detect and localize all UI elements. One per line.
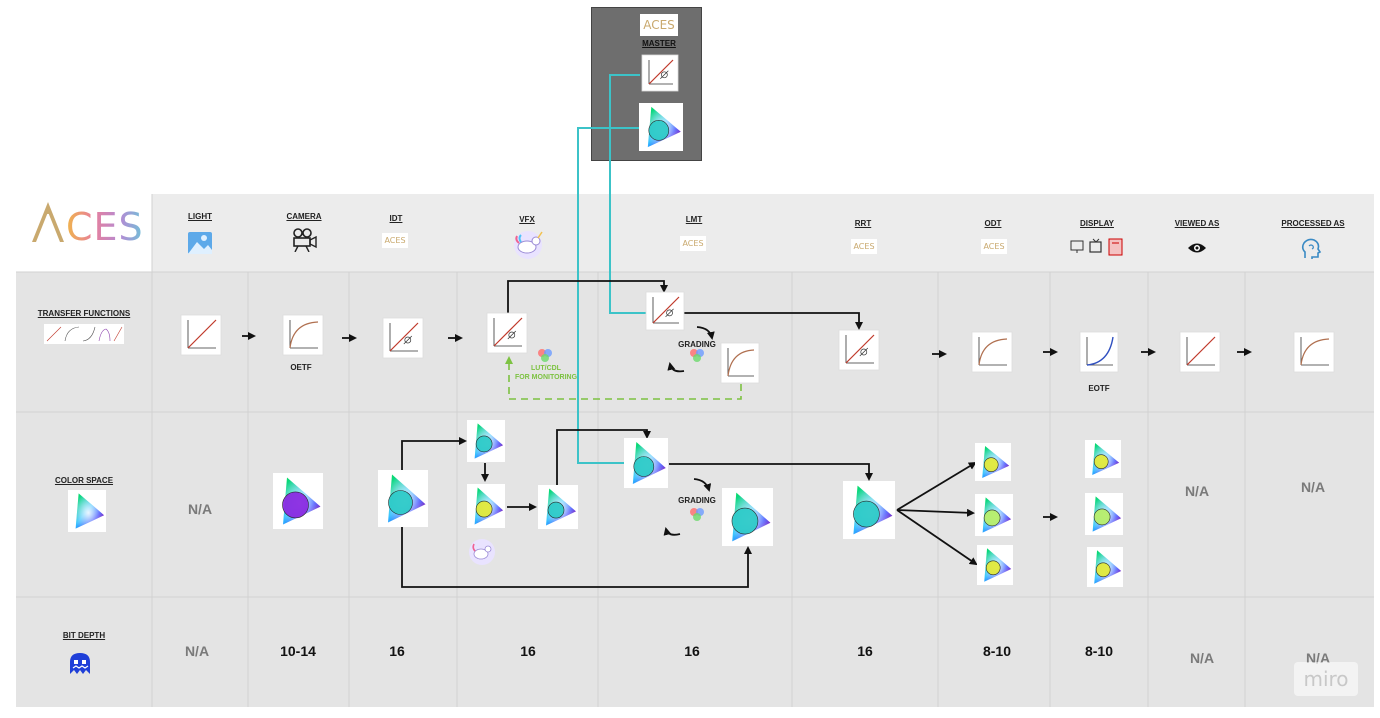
camera-oetf-graph xyxy=(282,314,324,356)
column-header-display: DISPLAY xyxy=(1080,219,1114,228)
odt-gamut-p3 xyxy=(977,545,1013,585)
vfx-unicorn-icon xyxy=(514,231,543,259)
camera-gamut xyxy=(273,473,323,529)
rrt-gamut xyxy=(843,481,895,539)
bit-depth-idt: 16 xyxy=(389,643,405,659)
bit-depth-vfx: 16 xyxy=(520,643,536,659)
display-gamut-rec709 xyxy=(1085,493,1123,535)
aces-logo: CES xyxy=(28,198,146,254)
light-image-icon xyxy=(188,232,212,254)
eotf-label: EOTF xyxy=(1088,384,1110,393)
lmt-aces-logo: ACES xyxy=(680,236,706,251)
row-label-color-space: COLOR SPACE xyxy=(54,476,114,485)
display-gamut-p3 xyxy=(1087,547,1123,587)
rrt-aces-logo: ACES xyxy=(851,239,877,254)
bit-depth-odt: 8-10 xyxy=(982,643,1012,659)
column-header-camera: CAMERA xyxy=(286,212,322,221)
idt-gamut xyxy=(378,470,428,527)
color-space-light-value: N/A xyxy=(187,501,213,517)
color-space-processed-value: N/A xyxy=(1300,479,1326,495)
row-label-bit-depth: BIT DEPTH xyxy=(62,631,106,640)
odt-gamut-rec709 xyxy=(975,494,1013,536)
idt-aces-logo: ACES xyxy=(382,233,408,248)
flow-arrows xyxy=(242,280,1252,588)
grading-rgb-icon-color xyxy=(690,508,704,521)
display-eotf-graph xyxy=(1079,331,1119,373)
vfx-unicorn-small-icon xyxy=(469,539,495,565)
odt-transfer-graph xyxy=(971,331,1013,373)
color-gamut-cards xyxy=(68,103,1123,587)
grading-transfer-graph xyxy=(720,342,760,384)
column-header-odt: ODT xyxy=(984,219,1002,228)
column-header-light: LIGHT xyxy=(188,212,212,221)
eye-icon xyxy=(1188,243,1206,253)
master-gamut xyxy=(639,103,683,151)
column-header-vfx: VFX xyxy=(519,215,535,224)
master-transfer-connector xyxy=(609,74,650,314)
miro-watermark: miro xyxy=(1294,662,1358,696)
rrt-transfer-graph xyxy=(838,329,880,371)
master-aces-logo: ACES xyxy=(640,14,678,36)
bit-depth-camera: 10-14 xyxy=(280,643,316,659)
transfer-functions-thumbnail-strip xyxy=(44,324,124,344)
column-header-idt: IDT xyxy=(389,214,403,223)
vfx-gamut-right xyxy=(538,485,578,529)
camera-icon xyxy=(293,228,317,252)
bit-depth-rrt: 16 xyxy=(857,643,873,659)
lmt-gamut xyxy=(624,438,668,488)
grading-label-color: GRADING xyxy=(678,496,716,505)
master-transfer-graph xyxy=(641,54,679,92)
viewed-transfer-graph xyxy=(1179,331,1221,373)
master-label: MASTER xyxy=(642,39,676,48)
vfx-gamut-top xyxy=(467,420,505,462)
lut-monitoring-loop xyxy=(505,356,742,400)
row-label-gamut-icon xyxy=(68,490,106,532)
display-gamut-srgb xyxy=(1085,440,1121,478)
pacman-ghost-icon xyxy=(70,653,90,674)
column-header-processed-as: PROCESSED AS xyxy=(1281,219,1345,228)
vfx-gamut-mid xyxy=(467,484,505,528)
grading-rgb-icon xyxy=(690,349,704,362)
grading-label-transfer: GRADING xyxy=(678,340,716,349)
lut-rgb-icon xyxy=(538,349,552,362)
bit-depth-light: N/A xyxy=(184,643,210,659)
lut-cdl-label: LUT/CDL xyxy=(531,365,561,372)
bit-depth-display: 8-10 xyxy=(1084,643,1114,659)
column-header-lmt: LMT xyxy=(685,215,703,224)
master-connector-lines xyxy=(577,74,650,464)
head-brain-icon xyxy=(1301,238,1322,259)
grading-gamut xyxy=(722,488,773,546)
for-monitoring-label: FOR MONITORING xyxy=(514,374,578,381)
row-label-transfer-functions: TRANSFER FUNCTIONS xyxy=(37,309,131,318)
odt-aces-logo: ACES xyxy=(981,239,1007,254)
idt-transfer-graph xyxy=(382,317,424,359)
svg-text:CES: CES xyxy=(66,205,144,249)
bit-depth-lmt: 16 xyxy=(684,643,700,659)
odt-gamut-srgb xyxy=(975,443,1011,481)
column-header-viewed-as: VIEWED AS xyxy=(1174,219,1220,228)
color-space-viewed-value: N/A xyxy=(1184,483,1210,499)
master-gamut-connector xyxy=(577,127,640,464)
display-devices-icon xyxy=(1070,238,1123,256)
column-header-rrt: RRT xyxy=(854,219,872,228)
header-row xyxy=(152,194,1374,272)
processed-transfer-graph xyxy=(1293,331,1335,373)
oetf-label: OETF xyxy=(290,363,312,372)
aces-logo-graphic: CES xyxy=(32,202,144,249)
bit-depth-viewed: N/A xyxy=(1189,650,1215,666)
vfx-transfer-graph xyxy=(486,312,528,354)
light-transfer-graph xyxy=(180,314,222,356)
transfer-graph-cards xyxy=(180,54,1335,384)
lmt-transfer-graph xyxy=(645,291,685,331)
